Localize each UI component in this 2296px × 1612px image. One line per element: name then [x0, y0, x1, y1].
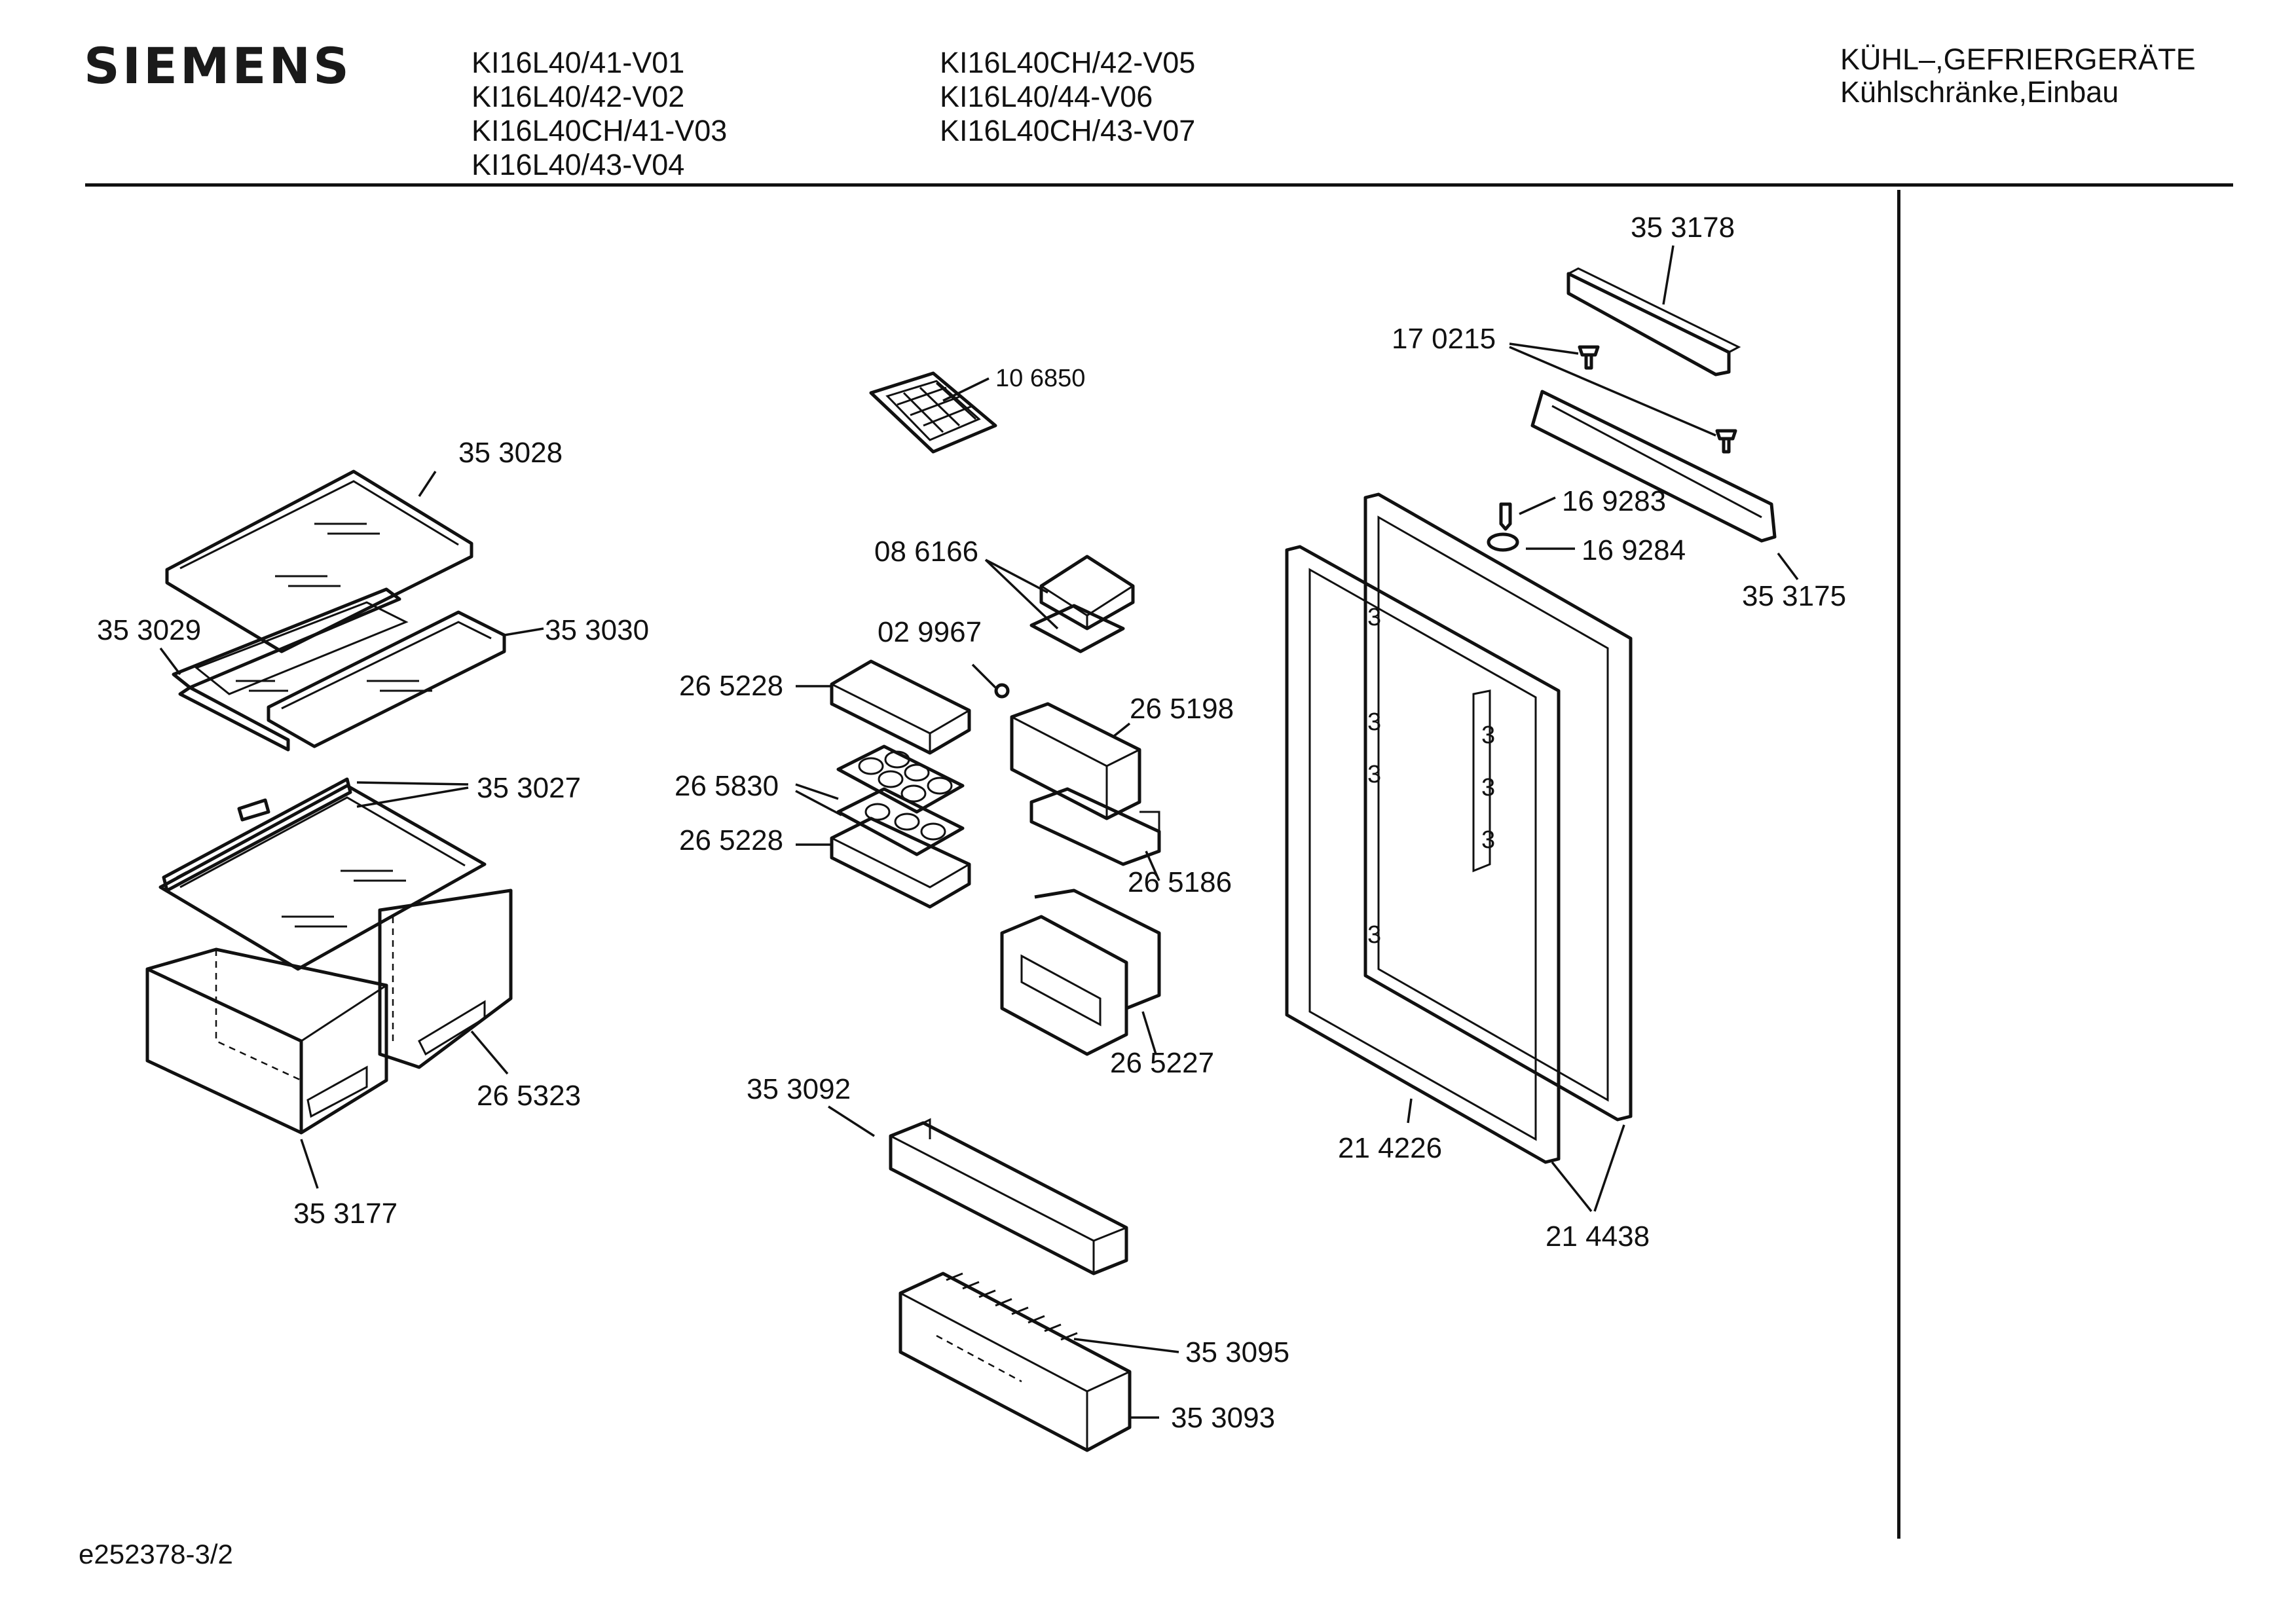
door-tray-small-upper	[830, 659, 971, 755]
model-number: KI16L40/42-V02	[472, 80, 685, 113]
svg-text:3: 3	[1367, 921, 1381, 949]
bottle-holder-small	[1000, 888, 1161, 1056]
part-number: 35 3027	[477, 772, 581, 804]
svg-text:3: 3	[1481, 774, 1495, 801]
model-list-right: KI16L40CH/42-V05 KI16L40/44-V06 KI16L40C…	[940, 46, 1195, 148]
part-number: 35 3178	[1631, 211, 1735, 244]
model-list-left: KI16L40/41-V01 KI16L40/42-V02 KI16L40CH/…	[472, 46, 727, 182]
screw-icon	[1499, 345, 1737, 531]
small-screw-icon	[994, 683, 1010, 699]
bottle-shelf	[898, 1272, 1132, 1452]
part-number: 26 5227	[1110, 1047, 1214, 1079]
glass-shelf-top	[165, 469, 473, 653]
part-number: 35 3095	[1185, 1336, 1289, 1368]
part-number: 02 9967	[878, 616, 982, 648]
part-number: 26 5323	[477, 1080, 581, 1112]
leader-lines	[159, 245, 1799, 1419]
product-category: KÜHL–,GEFRIERGERÄTE Kühlschränke,Einbau	[1840, 43, 2196, 109]
part-number: 10 6850	[995, 365, 1085, 392]
part-number: 16 9284	[1582, 534, 1686, 566]
part-number: 21 4226	[1338, 1132, 1442, 1164]
document-id: e252378-3/2	[79, 1539, 233, 1569]
model-number: KI16L40/43-V04	[472, 148, 685, 181]
part-number: 26 5186	[1128, 866, 1232, 898]
model-number: KI16L40CH/42-V05	[940, 46, 1196, 79]
door-shelf-long	[889, 1118, 1128, 1275]
crisper-drawer-large	[145, 947, 388, 1135]
header-divider	[85, 183, 2233, 187]
svg-text:3: 3	[1367, 761, 1381, 788]
part-number: 16 9283	[1562, 485, 1666, 517]
door-tray-small-lower	[830, 816, 971, 909]
part-number: 35 3029	[97, 614, 201, 646]
part-number: 35 3030	[545, 614, 649, 646]
crisper-drawer-small	[378, 888, 513, 1069]
model-number: KI16L40/44-V06	[940, 80, 1153, 113]
part-number: 26 5228	[679, 824, 783, 856]
dairy-compartment	[1010, 702, 1141, 820]
part-number: 26 5830	[675, 770, 779, 802]
part-number: 35 3093	[1171, 1402, 1275, 1434]
model-number: KI16L40/41-V01	[472, 46, 685, 79]
part-number: 08 6166	[874, 536, 978, 568]
crisper-cover-shelf	[158, 777, 487, 971]
dairy-compartment-flap	[1029, 787, 1161, 866]
siemens-logo: SIEMENS	[84, 37, 352, 95]
door-seal: 3 3 3 3 3 3 3	[1285, 545, 1561, 1164]
cover-cap-icon	[1487, 532, 1519, 552]
part-number: 35 3177	[293, 1198, 398, 1230]
svg-text:3: 3	[1367, 604, 1381, 631]
svg-text:3: 3	[1481, 722, 1495, 749]
model-number: KI16L40CH/43-V07	[940, 114, 1196, 147]
model-number: KI16L40CH/41-V03	[472, 114, 728, 147]
part-number: 35 3028	[458, 437, 563, 469]
door-panel	[1363, 492, 1633, 1122]
part-number: 17 0215	[1392, 323, 1496, 355]
svg-text:3: 3	[1481, 826, 1495, 854]
split-shelf-glass	[267, 610, 506, 748]
door-hinge-bracket	[1530, 390, 1777, 543]
margin-divider	[1897, 190, 1900, 1539]
split-shelf-frame	[172, 587, 409, 752]
part-number: 26 5228	[679, 670, 783, 702]
part-number: 26 5198	[1130, 693, 1234, 725]
part-number: 35 3175	[1742, 580, 1846, 612]
butter-compartment-lid	[1029, 555, 1135, 653]
part-number-labels: 35 3178 17 0215 10 6850 35 3028 16 9283 …	[97, 211, 1846, 1434]
part-number: 35 3092	[747, 1073, 851, 1105]
part-number: 21 4438	[1546, 1220, 1650, 1253]
egg-tray	[836, 744, 965, 856]
svg-text:3: 3	[1367, 708, 1381, 736]
category-title: KÜHL–,GEFRIERGERÄTE	[1840, 43, 2196, 76]
ice-tray	[869, 371, 997, 454]
door-trim-bar	[1566, 267, 1741, 376]
category-subtitle: Kühlschränke,Einbau	[1840, 75, 2119, 109]
